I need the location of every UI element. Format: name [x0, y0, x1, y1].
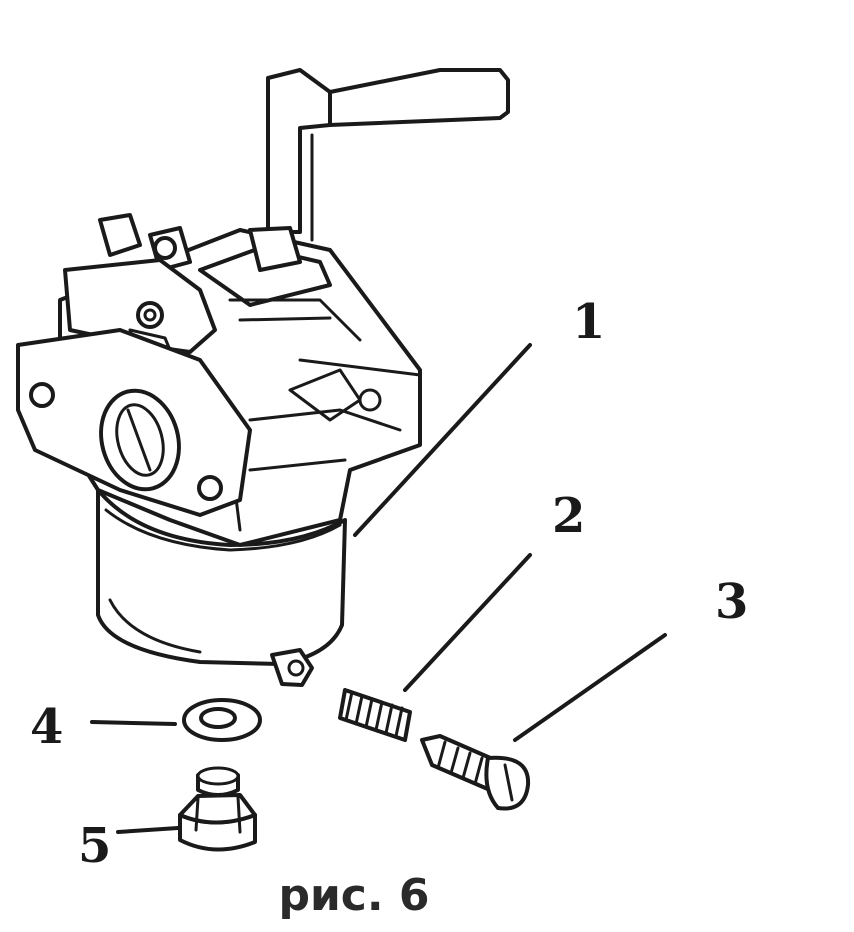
inlet-flange [16, 328, 252, 517]
leader-line-1 [353, 343, 532, 537]
callout-1: 1 [572, 294, 605, 350]
callout-5: 5 [78, 818, 111, 874]
callout-4: 4 [30, 699, 63, 755]
adjusting-screw [420, 734, 531, 811]
callout-3: 3 [715, 574, 748, 630]
choke-lever [266, 68, 510, 242]
leader-line-4 [90, 720, 177, 726]
leader-line-3 [513, 633, 667, 742]
spring [338, 688, 412, 742]
float-bowl [96, 488, 347, 687]
washer [182, 698, 262, 742]
leader-line-5 [116, 826, 180, 834]
drain-bolt [178, 766, 257, 852]
callout-2: 2 [552, 488, 585, 544]
figure-caption: рис. 6 [278, 870, 429, 921]
leader-line-2 [403, 553, 532, 692]
carburetor-body [16, 68, 510, 687]
